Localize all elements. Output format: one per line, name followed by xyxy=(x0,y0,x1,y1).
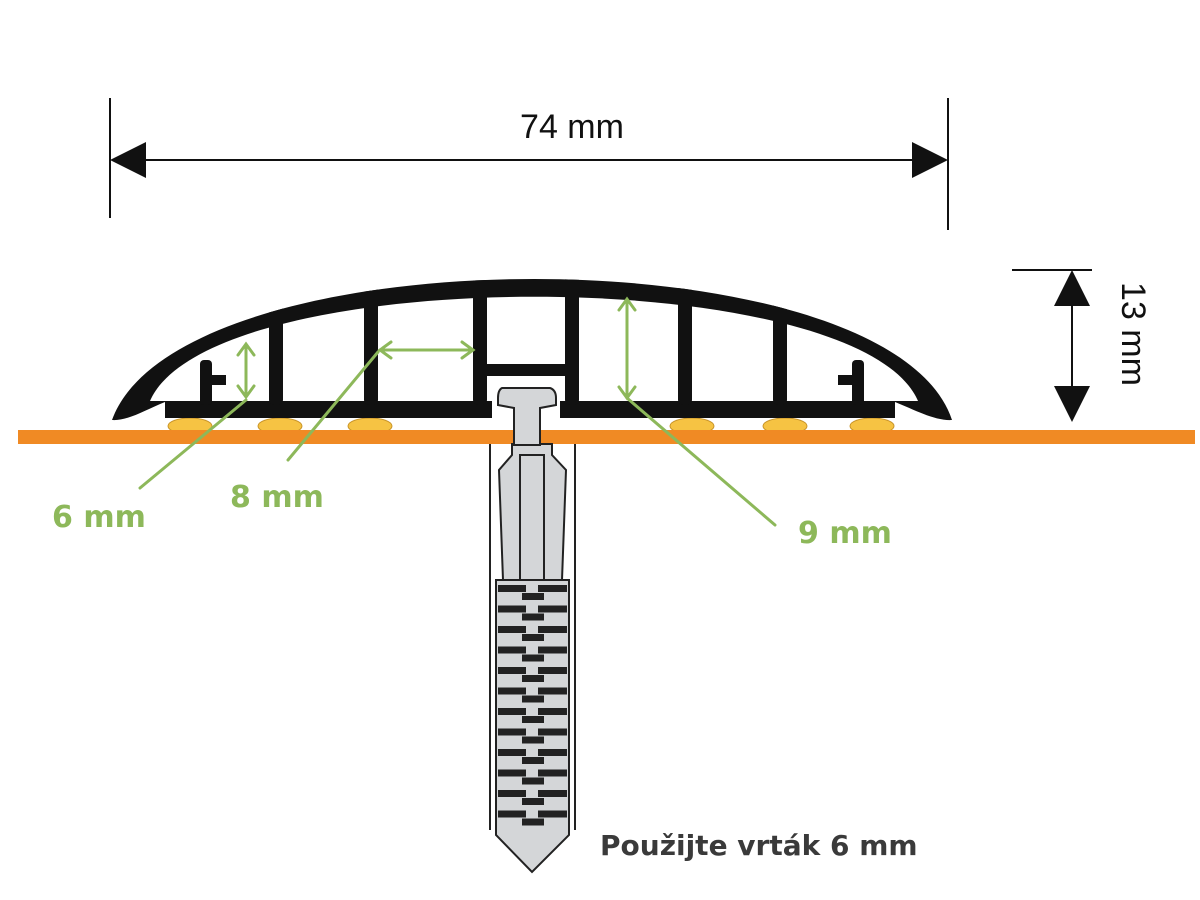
anchor-rib xyxy=(538,769,567,777)
gap-left-label: 6 mm xyxy=(52,500,146,535)
anchor-rib xyxy=(498,585,526,592)
anchor-rib xyxy=(522,593,544,600)
anchor-rib xyxy=(522,736,544,744)
width-label: 74 mm xyxy=(520,108,624,146)
anchor-rib xyxy=(522,654,544,662)
anchor-rib xyxy=(498,728,526,736)
anchor-rib xyxy=(538,728,567,736)
anchor-rib xyxy=(538,687,567,695)
anchor-rib xyxy=(522,716,544,723)
anchor-rib xyxy=(498,605,526,613)
anchor-rib xyxy=(498,749,526,756)
arrow-up-icon xyxy=(1054,270,1090,306)
arrow-right-icon xyxy=(912,142,948,178)
gap-right-label: 9 mm xyxy=(798,516,892,551)
anchor-rib xyxy=(522,777,544,785)
anchor-rib xyxy=(522,798,544,805)
anchor-rib xyxy=(498,810,526,818)
anchor-rib xyxy=(538,667,567,674)
anchor-rib xyxy=(498,708,526,715)
anchor-rib xyxy=(498,626,526,633)
gap-middle-label: 8 mm xyxy=(230,480,324,515)
anchor-rib xyxy=(498,687,526,695)
width-dimension: 74 mm xyxy=(109,98,949,230)
anchor-rib xyxy=(538,708,567,715)
anchor-rib xyxy=(538,605,567,613)
anchor-rib xyxy=(498,667,526,674)
dimension-annotations xyxy=(138,296,777,527)
anchor-rib xyxy=(538,585,567,592)
anchor-rib xyxy=(498,646,526,654)
arrow-down-icon xyxy=(1054,386,1090,422)
floor-line xyxy=(18,430,1195,444)
anchor-rib xyxy=(522,695,544,703)
anchor-rib xyxy=(522,613,544,621)
anchor-rib xyxy=(522,675,544,682)
anchor-rib xyxy=(522,818,544,826)
height-label: 13 mm xyxy=(1114,282,1152,386)
arrow-left-icon xyxy=(110,142,146,178)
anchor-rib xyxy=(498,790,526,797)
anchor-rib xyxy=(538,749,567,756)
anchor-rib xyxy=(498,769,526,777)
height-dimension: 13 mm xyxy=(1012,269,1152,422)
anchor-head xyxy=(497,387,557,446)
drill-note: Použijte vrták 6 mm xyxy=(600,829,918,862)
anchor-rib xyxy=(538,626,567,633)
anchor-rib xyxy=(538,790,567,797)
anchor-rib xyxy=(522,634,544,641)
anchor-rib xyxy=(538,646,567,654)
anchor-rib xyxy=(522,757,544,764)
anchor-dowel xyxy=(489,443,576,874)
threshold-profile xyxy=(112,279,952,446)
anchor-rib xyxy=(538,810,567,818)
